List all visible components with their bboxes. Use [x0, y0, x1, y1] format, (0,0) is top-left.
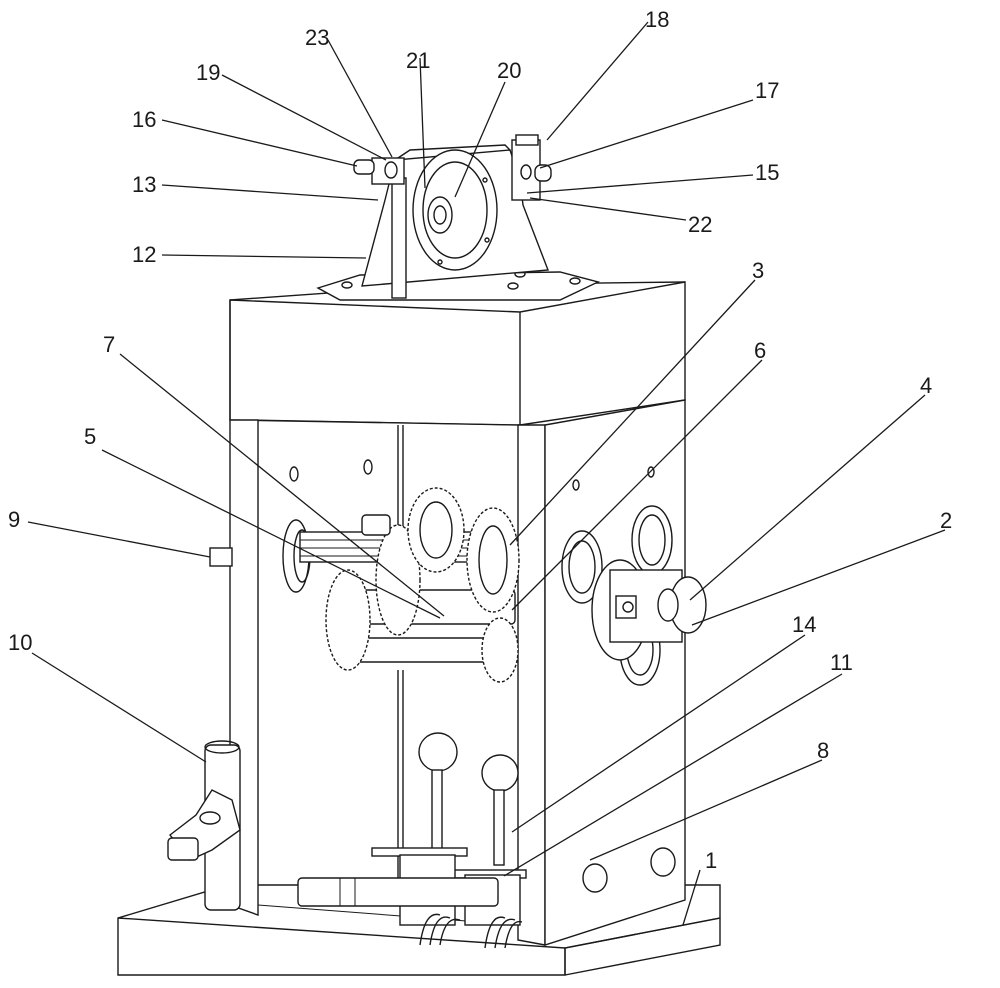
leader-4	[689, 394, 926, 601]
label-15: 15	[755, 160, 779, 185]
label-22: 22	[688, 212, 712, 237]
label-3: 3	[752, 258, 764, 283]
top-bracket	[316, 134, 601, 301]
label-20: 20	[497, 58, 521, 83]
leader-15	[526, 174, 754, 194]
label-18: 18	[645, 7, 669, 32]
leader-12	[161, 254, 367, 259]
leader-22	[529, 197, 687, 221]
leader-7	[119, 353, 445, 617]
motor-assembly	[561, 505, 707, 686]
label-19: 19	[196, 60, 220, 85]
leader-23	[327, 39, 393, 158]
label-6: 6	[754, 338, 766, 363]
label-13: 13	[132, 172, 156, 197]
leader-21	[419, 57, 426, 189]
leader-17	[539, 99, 754, 169]
label-1: 1	[705, 848, 717, 873]
label-11: 11	[830, 650, 853, 675]
label-21: 21	[406, 48, 430, 73]
leader-20	[454, 81, 506, 198]
leader-8	[589, 759, 823, 861]
leader-1	[682, 869, 701, 926]
leader-9	[27, 521, 211, 558]
leader-19	[221, 74, 387, 161]
callout-labels: 1 2 3 4 5 6 7 8 9 10 11 12 13 14 15 16 1…	[8, 7, 952, 873]
label-10: 10	[8, 630, 32, 655]
leader-3	[509, 279, 756, 546]
leader-13	[161, 184, 379, 201]
leader-16	[161, 119, 358, 167]
label-8: 8	[817, 738, 829, 763]
label-2: 2	[940, 508, 952, 533]
leader-14	[511, 634, 806, 833]
label-16: 16	[132, 107, 156, 132]
label-9: 9	[8, 507, 20, 532]
leader-10	[31, 652, 207, 763]
leader-5	[101, 449, 441, 619]
label-4: 4	[920, 373, 932, 398]
gear-assembly	[282, 487, 520, 683]
control-levers	[297, 732, 676, 949]
label-7: 7	[103, 332, 115, 357]
left-motor	[167, 547, 241, 911]
label-14: 14	[792, 612, 816, 637]
leader-11	[503, 673, 843, 877]
leader-2	[691, 529, 946, 626]
label-17: 17	[755, 78, 779, 103]
leader-6	[511, 359, 763, 611]
label-12: 12	[132, 242, 156, 267]
label-23: 23	[305, 25, 329, 50]
label-5: 5	[84, 424, 96, 449]
leader-18	[546, 21, 649, 141]
leader-lines	[27, 21, 946, 926]
